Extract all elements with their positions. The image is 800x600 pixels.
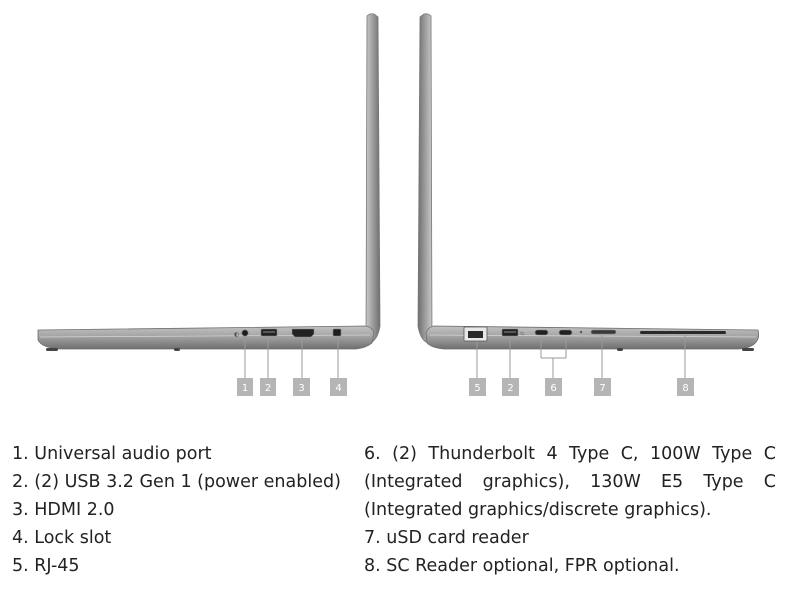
lock-slot-icon (332, 328, 342, 337)
laptop-right-side-view: ⇆ (417, 13, 760, 351)
status-led-icon (579, 330, 583, 334)
left-base (37, 325, 375, 350)
callout-badge: 1 (237, 378, 253, 396)
right-lid (417, 13, 433, 343)
callout-badge: 8 (677, 378, 694, 396)
callout-badge: 4 (330, 378, 347, 396)
callout-badge: 6 (545, 378, 562, 396)
callout-badge: 2 (502, 378, 519, 396)
smart-card-slot-icon (640, 331, 726, 334)
callout-badge: 2 (260, 378, 276, 396)
callout-badges-left: 1 2 3 4 (237, 378, 347, 396)
legend-item-rj45: 5. RJ-45 (12, 556, 80, 576)
callout-badge: 5 (469, 378, 486, 396)
legend-item-hdmi: 3. HDMI 2.0 (12, 500, 115, 520)
audio-port-icon (241, 329, 249, 337)
right-foot-rear (742, 348, 754, 351)
hdmi-port-icon (291, 328, 315, 338)
laptop-side-views-diagram: ◐ ⇆ (37, 13, 760, 396)
svg-text:8: 8 (682, 383, 688, 394)
svg-text:7: 7 (599, 383, 605, 394)
callout-badges-right: 5 2 6 7 8 (469, 378, 694, 396)
headset-symbol-icon: ◐ (234, 331, 239, 338)
left-foot-front (46, 348, 58, 351)
legend-item-lock-slot: 4. Lock slot (12, 528, 112, 548)
leader-lines (244, 335, 686, 378)
right-foot-mid (617, 348, 623, 351)
thunderbolt-port-1-icon (534, 329, 549, 336)
callout-badge: 3 (293, 378, 310, 396)
legend-left-column: 1. Universal audio port 2. (2) USB 3.2 G… (12, 440, 352, 580)
svg-text:3: 3 (298, 383, 304, 394)
usb-symbol-icon: ⇆ (520, 331, 524, 337)
legend-item-thunderbolt: 6. (2) Thunderbolt 4 Type C, 100W Type C… (364, 444, 776, 520)
left-lid (365, 13, 381, 343)
svg-text:2: 2 (507, 383, 513, 394)
svg-text:1: 1 (242, 383, 248, 394)
legend-item-usd-reader: 7. uSD card reader (364, 528, 529, 548)
thunderbolt-port-2-icon (558, 329, 573, 336)
left-foot-mid (174, 348, 180, 351)
legend-right-column: 6. (2) Thunderbolt 4 Type C, 100W Type C… (364, 440, 776, 580)
callout-badge: 7 (594, 378, 611, 396)
laptop-left-side-view: ◐ (37, 13, 381, 351)
svg-text:2: 2 (265, 383, 271, 394)
svg-text:5: 5 (474, 383, 480, 394)
svg-text:6: 6 (550, 383, 556, 394)
usd-card-slot-icon (590, 329, 617, 335)
legend-item-usb: 2. (2) USB 3.2 Gen 1 (power enabled) (12, 472, 341, 492)
legend-item-sc-reader: 8. SC Reader optional, FPR optional. (364, 556, 680, 576)
legend-item-audio-port: 1. Universal audio port (12, 444, 212, 464)
svg-text:4: 4 (335, 383, 341, 394)
